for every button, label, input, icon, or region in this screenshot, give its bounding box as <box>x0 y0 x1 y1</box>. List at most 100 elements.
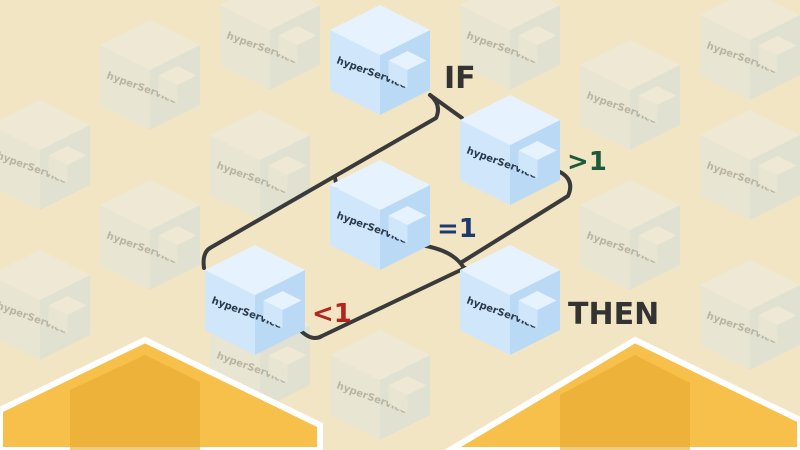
connectors <box>201 93 573 340</box>
cube-right-face <box>282 300 302 328</box>
cube-left-face <box>100 205 150 290</box>
cube-left-face <box>158 235 178 263</box>
cube-top-face <box>758 156 797 175</box>
cube-top-face <box>700 260 800 310</box>
cube-right-face <box>150 205 200 290</box>
cube-left-face <box>263 300 283 328</box>
cube-top-face <box>158 226 197 245</box>
cube-right-face <box>777 45 797 73</box>
cube-left-face <box>580 65 630 150</box>
background-cube-small-cube <box>48 146 87 183</box>
cube-top-face <box>268 346 307 365</box>
cube-left-face <box>210 135 260 220</box>
background-cube: hyperService <box>700 0 800 100</box>
cube-top-face <box>758 306 797 325</box>
background-cube: hyperService <box>100 180 200 290</box>
cube-left-face <box>580 205 630 290</box>
cube-right-face <box>270 5 320 90</box>
background-cube: hyperService <box>210 110 310 220</box>
cube-left-face <box>220 5 270 90</box>
cube-top-face <box>0 100 90 150</box>
mountain-right-shade <box>560 355 690 450</box>
cube-right-face <box>657 235 677 263</box>
cube-top-face <box>220 0 320 30</box>
background-cube-small-cube <box>268 156 307 193</box>
cube-right-face <box>750 135 800 220</box>
cube-left-face <box>158 75 178 103</box>
background-cube-small-cube <box>638 86 677 123</box>
background-cube: hyperService <box>100 20 200 130</box>
cube-right-face <box>287 165 307 193</box>
cube-top-face <box>518 291 557 310</box>
mountain-left-shade <box>70 355 200 450</box>
background-cube: hyperService <box>460 0 560 90</box>
background-cube-small-cube <box>278 26 317 63</box>
cube-right-face <box>40 125 90 210</box>
background-cube-small-cube <box>268 346 307 383</box>
cube-left-face <box>330 30 380 115</box>
cube-right-face <box>407 385 427 413</box>
cube-top-face <box>700 110 800 160</box>
background-cube: hyperService <box>220 0 320 90</box>
cube-top-face <box>758 36 797 55</box>
cube-right-face <box>537 35 557 63</box>
cube-right-face <box>630 205 680 290</box>
background-cube-small-cube <box>758 36 797 73</box>
background-cube-small-cube <box>48 296 87 333</box>
label-less-than-one: <1 <box>312 299 352 329</box>
cube-right-face <box>657 95 677 123</box>
cube-top-face <box>518 26 557 45</box>
cube-right-face <box>67 305 87 333</box>
cube-top-face <box>100 180 200 230</box>
cube-right-face <box>750 15 800 100</box>
cube-right-face <box>407 60 427 88</box>
cube-top-face <box>388 51 427 70</box>
cube-top-face <box>330 160 430 210</box>
cube-left-face <box>758 165 778 193</box>
background-cube-small-cube <box>518 26 557 63</box>
cube-left-face <box>460 5 510 90</box>
cube-left-face <box>268 165 288 193</box>
cube-less-than-one: hyperService <box>205 245 305 355</box>
cube-top-face <box>0 250 90 300</box>
cube-left-face <box>758 45 778 73</box>
cube-top-face <box>638 86 677 105</box>
background-cube: hyperService <box>330 330 430 440</box>
cube-left-face <box>700 15 750 100</box>
cube-top-face <box>330 5 430 55</box>
connector-less-to-then <box>298 266 467 340</box>
cube-right-face <box>510 5 560 90</box>
cube-right-face <box>380 355 430 440</box>
label-then: THEN <box>568 297 659 332</box>
cube-left-face <box>0 130 40 210</box>
cube-left-face <box>638 95 658 123</box>
cube-left-face <box>0 280 40 360</box>
cube-left-face <box>205 270 255 355</box>
cube-left-face <box>758 315 778 343</box>
cube-right-face <box>777 315 797 343</box>
background-cube: hyperService <box>700 110 800 220</box>
cube-equal-one: hyperService <box>330 160 430 270</box>
yellow-mountains <box>0 336 800 450</box>
connector-greater-to-then <box>460 170 573 264</box>
cube-right-face <box>750 285 800 370</box>
cube-left-face <box>278 35 298 63</box>
cube-right-face <box>407 215 427 243</box>
cube-top-face <box>460 95 560 145</box>
cube-top-face <box>100 20 200 70</box>
connector-equal-to-then <box>418 243 467 272</box>
cube-left-face <box>48 155 68 183</box>
cube-right-face <box>777 165 797 193</box>
background-cube: hyperService <box>580 180 680 290</box>
cube-then-small-cube <box>518 291 557 328</box>
background-cube-small-cube <box>758 156 797 193</box>
connector-if-to-less <box>201 93 440 270</box>
cube-left-face <box>518 150 538 178</box>
cube-right-face <box>177 235 197 263</box>
label-greater-than-one: >1 <box>567 147 607 177</box>
cube-right-face <box>67 155 87 183</box>
cube-left-face <box>700 285 750 370</box>
cube-top-face <box>518 141 557 160</box>
cube-left-face <box>330 355 380 440</box>
